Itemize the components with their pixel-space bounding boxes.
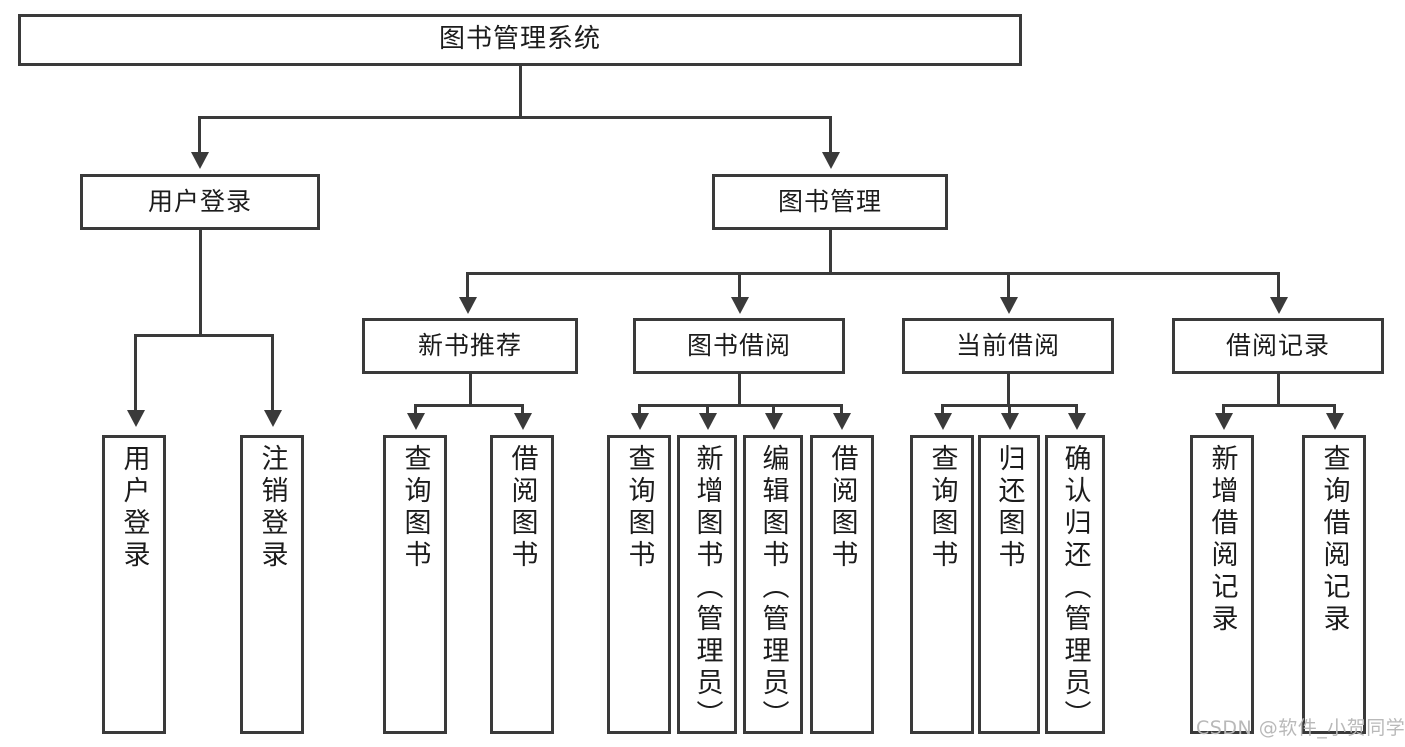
arrowhead-leaf-confirm-return: [1068, 413, 1086, 430]
node-label: 编辑图书（管理员）: [757, 444, 789, 732]
connector-new-book-recommend-stem: [469, 374, 472, 404]
connector-to-leaf-add-book: [706, 404, 709, 416]
arrowhead-new-book-recommend: [459, 297, 477, 314]
node-leaf-confirm-return[interactable]: 确认归还（管理员）: [1045, 435, 1105, 734]
arrowhead-user-login: [191, 152, 209, 169]
arrowhead-leaf-query-book-1: [407, 413, 425, 430]
connector-root-to-book-manage: [829, 116, 832, 156]
connector-to-leaf-query-book-2: [638, 404, 641, 416]
node-label: 借阅记录: [1225, 330, 1330, 360]
arrowhead-leaf-query-record: [1326, 413, 1344, 430]
connector-new-book-recommend-bus: [414, 404, 524, 407]
node-user-login[interactable]: 用户登录: [80, 174, 320, 230]
arrowhead-leaf-query-book-2: [631, 413, 649, 430]
connector-root-bus: [198, 116, 832, 119]
connector-to-leaf-edit-book: [772, 404, 775, 416]
connector-to-leaf-borrow-book-2: [840, 404, 843, 416]
connector-user-login-bus: [134, 334, 273, 337]
connector-user-login-stem: [199, 230, 202, 334]
connector-to-leaf-confirm-return: [1075, 404, 1078, 416]
connector-book-manage-stem: [829, 230, 832, 272]
arrowhead-leaf-edit-book: [765, 413, 783, 430]
connector-to-leaf-add-record: [1222, 404, 1225, 416]
node-leaf-query-book-1[interactable]: 查询图书: [383, 435, 447, 734]
connector-book-borrow-bus: [638, 404, 842, 407]
connector-borrow-record-stem: [1277, 374, 1280, 404]
connector-current-borrow-stem: [1007, 374, 1010, 404]
arrowhead-leaf-user-login: [127, 410, 145, 427]
node-current-borrow[interactable]: 当前借阅: [902, 318, 1114, 374]
node-leaf-query-book-3[interactable]: 查询图书: [910, 435, 974, 734]
connector-to-leaf-user-login: [134, 334, 137, 414]
node-book-borrow[interactable]: 图书借阅: [633, 318, 845, 374]
node-leaf-query-book-2[interactable]: 查询图书: [607, 435, 671, 734]
connector-book-manage-bus: [466, 272, 1280, 275]
node-borrow-record[interactable]: 借阅记录: [1172, 318, 1384, 374]
node-label: 归还图书: [993, 444, 1025, 572]
node-label: 查询图书: [399, 444, 431, 572]
arrowhead-book-manage: [822, 152, 840, 169]
connector-to-leaf-return-book: [1008, 404, 1011, 416]
arrowhead-leaf-add-record: [1215, 413, 1233, 430]
node-label: 新增图书（管理员）: [691, 444, 723, 732]
node-new-book-recommend[interactable]: 新书推荐: [362, 318, 578, 374]
node-book-manage[interactable]: 图书管理: [712, 174, 948, 230]
node-leaf-add-book[interactable]: 新增图书（管理员）: [677, 435, 737, 734]
arrowhead-leaf-borrow-book-2: [833, 413, 851, 430]
connector-to-leaf-query-book-1: [414, 404, 417, 416]
node-label: 用户登录: [147, 186, 252, 216]
connector-to-book-borrow: [738, 272, 741, 300]
node-label: 确认归还（管理员）: [1059, 444, 1091, 732]
connector-to-borrow-record: [1277, 272, 1280, 300]
connector-root-to-user-login: [198, 116, 201, 156]
node-label: 图书借阅: [686, 330, 791, 360]
connector-to-leaf-query-book-3: [941, 404, 944, 416]
node-leaf-borrow-book-1[interactable]: 借阅图书: [490, 435, 554, 734]
node-label: 借阅图书: [826, 444, 858, 572]
node-leaf-logout-login[interactable]: 注销登录: [240, 435, 304, 734]
arrowhead-leaf-query-book-3: [934, 413, 952, 430]
node-leaf-user-login[interactable]: 用户登录: [102, 435, 166, 734]
node-label: 图书管理: [777, 186, 882, 216]
connector-to-leaf-borrow-book-1: [521, 404, 524, 416]
arrowhead-leaf-logout-login: [264, 410, 282, 427]
node-label: 新书推荐: [417, 330, 522, 360]
connector-book-borrow-stem: [738, 374, 741, 404]
node-label: 查询借阅记录: [1318, 444, 1350, 636]
connector-borrow-record-bus: [1222, 404, 1336, 407]
node-root-book-management-system[interactable]: 图书管理系统: [18, 14, 1022, 66]
arrowhead-current-borrow: [1000, 297, 1018, 314]
node-label: 注销登录: [256, 444, 288, 572]
arrowhead-book-borrow: [731, 297, 749, 314]
connector-to-current-borrow: [1007, 272, 1010, 300]
node-label: 新增借阅记录: [1206, 444, 1238, 636]
node-label: 图书管理系统: [438, 24, 601, 55]
arrowhead-leaf-return-book: [1001, 413, 1019, 430]
node-leaf-return-book[interactable]: 归还图书: [978, 435, 1040, 734]
node-leaf-add-record[interactable]: 新增借阅记录: [1190, 435, 1254, 734]
csdn-watermark: CSDN @软件_小贺同学: [1196, 717, 1405, 739]
node-label: 用户登录: [118, 444, 150, 572]
node-leaf-borrow-book-2[interactable]: 借阅图书: [810, 435, 874, 734]
node-leaf-edit-book[interactable]: 编辑图书（管理员）: [743, 435, 803, 734]
node-leaf-query-record[interactable]: 查询借阅记录: [1302, 435, 1366, 734]
connector-root-stem: [519, 66, 522, 116]
node-label: 查询图书: [623, 444, 655, 572]
node-label: 当前借阅: [955, 330, 1060, 360]
node-label: 借阅图书: [506, 444, 538, 572]
connector-to-leaf-logout-login: [271, 334, 274, 414]
node-label: 查询图书: [926, 444, 958, 572]
arrowhead-borrow-record: [1270, 297, 1288, 314]
connector-to-new-book-recommend: [466, 272, 469, 300]
arrowhead-leaf-add-book: [699, 413, 717, 430]
arrowhead-leaf-borrow-book-1: [514, 413, 532, 430]
connector-to-leaf-query-record: [1333, 404, 1336, 416]
